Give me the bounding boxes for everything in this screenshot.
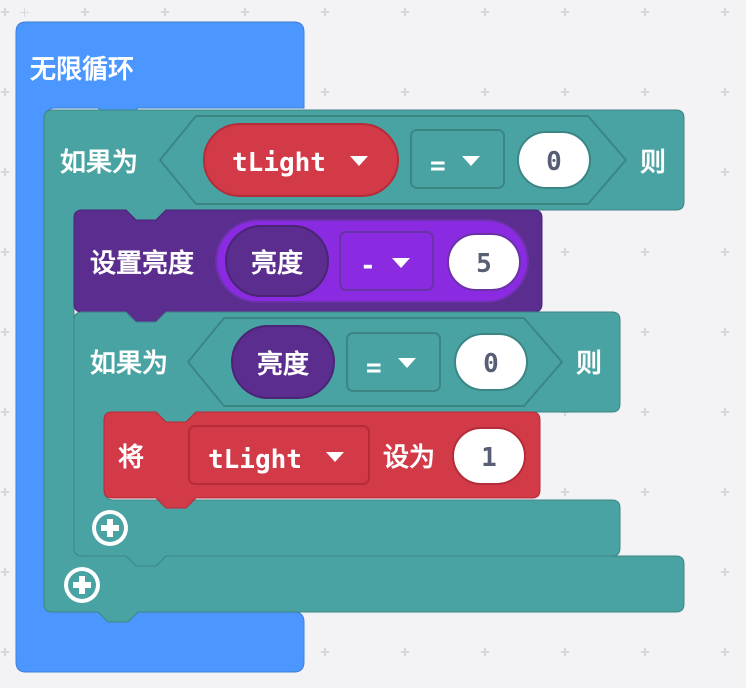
variable-reporter-tlight[interactable]: tLight bbox=[203, 123, 399, 197]
number-value: 1 bbox=[481, 443, 497, 473]
caret-down-icon[interactable] bbox=[350, 156, 368, 166]
set-brightness-block[interactable]: 设置亮度 亮度 - 5 bbox=[73, 209, 543, 323]
if-block-outer[interactable]: 如果为 tLight = 0 则 bbox=[43, 109, 685, 623]
then-label: 则 bbox=[576, 349, 602, 379]
operator-dropdown-minus[interactable]: - bbox=[339, 231, 434, 291]
plus-circle-icon[interactable] bbox=[64, 567, 100, 603]
if-block-inner[interactable]: 如果为 亮度 = 0 则 bbox=[73, 311, 621, 567]
variable-name: tLight bbox=[232, 148, 326, 178]
variable-reporter-brightness[interactable]: 亮度 bbox=[225, 225, 329, 297]
then-label: 则 bbox=[640, 148, 666, 178]
number-input-inner[interactable]: 0 bbox=[454, 333, 528, 391]
to-label: 设为 bbox=[383, 443, 435, 473]
variable-name: 亮度 bbox=[251, 248, 303, 279]
variable-reporter-brightness[interactable]: 亮度 bbox=[231, 325, 335, 399]
operator-label: = bbox=[430, 151, 446, 181]
set-brightness-label: 设置亮度 bbox=[90, 248, 194, 279]
variable-dropdown-tlight[interactable]: tLight bbox=[188, 425, 370, 485]
number-input-outer[interactable]: 0 bbox=[517, 131, 591, 189]
number-input-step[interactable]: 5 bbox=[447, 233, 521, 291]
number-value: 0 bbox=[483, 349, 499, 379]
set-label: 将 bbox=[118, 443, 144, 473]
operator-dropdown-inner[interactable]: = bbox=[346, 332, 441, 392]
if-label: 如果为 bbox=[90, 349, 168, 379]
number-input-assign[interactable]: 1 bbox=[452, 427, 526, 485]
variable-name: 亮度 bbox=[257, 349, 309, 380]
caret-down-icon[interactable] bbox=[462, 156, 480, 166]
set-variable-block[interactable]: 将 tLight 设为 1 bbox=[103, 411, 541, 509]
number-value: 5 bbox=[476, 249, 492, 279]
variable-name: tLight bbox=[208, 445, 302, 475]
forever-label: 无限循环 bbox=[30, 55, 134, 85]
plus-circle-icon[interactable] bbox=[92, 510, 128, 546]
operator-dropdown-outer[interactable]: = bbox=[410, 129, 505, 189]
caret-down-icon[interactable] bbox=[398, 358, 416, 368]
caret-down-icon[interactable] bbox=[392, 258, 410, 268]
number-value: 0 bbox=[546, 147, 562, 177]
operator-label: = bbox=[366, 353, 382, 383]
operator-label: - bbox=[360, 251, 376, 281]
caret-down-icon[interactable] bbox=[326, 452, 344, 462]
if-label: 如果为 bbox=[60, 148, 138, 178]
